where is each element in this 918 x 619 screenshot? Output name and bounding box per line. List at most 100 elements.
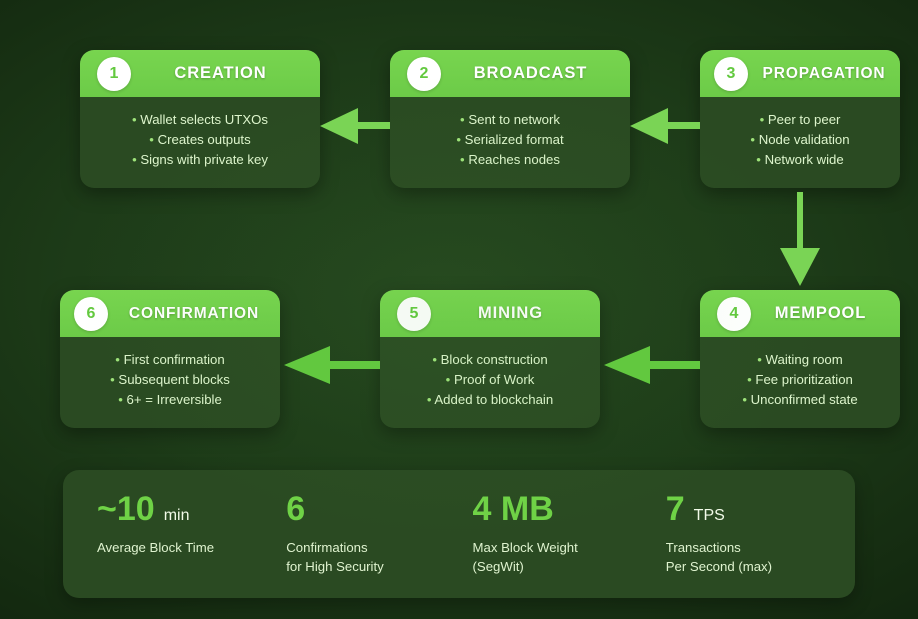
stage-title: MINING — [478, 304, 543, 322]
stage-card-mining[interactable]: 5 MINING • Block construction • Proof of… — [380, 290, 600, 428]
stage-bullet: • Proof of Work — [390, 370, 590, 390]
stage-bullet-text: First confirmation — [123, 352, 225, 367]
stage-number-badge: 3 — [714, 56, 748, 91]
stage-card-header: 4 MEMPOOL — [700, 290, 900, 337]
stage-bullet: • 6+ = Irreversible — [70, 390, 270, 410]
bullet-dot-icon: • — [131, 112, 137, 127]
stage-card-propagation[interactable]: 3 PROPAGATION • Peer to peer • Node vali… — [700, 50, 900, 188]
stat-max-block-weight: 4 MB Max Block Weight (SegWit) — [473, 490, 666, 598]
stats-panel: ~10 min Average Block Time 6 Confirmatio… — [63, 470, 855, 598]
stage-title: CREATION — [174, 64, 267, 82]
stage-bullet-text: Block construction — [440, 352, 548, 367]
bullet-dot-icon: • — [132, 152, 137, 167]
stage-bullet-text: Serialized format — [464, 132, 564, 147]
stage-bullet-text: Sent to network — [468, 112, 560, 127]
stage-bullet-text: Signs with private key — [140, 152, 268, 167]
stage-bullet: • Subsequent blocks — [70, 370, 270, 390]
arrow-mempool-mining — [604, 346, 700, 384]
stage-bullet-text: Proof of Work — [453, 372, 535, 387]
stage-card-header: 6 CONFIRMATION — [60, 290, 280, 337]
stage-number-badge: 5 — [397, 296, 431, 331]
arrow-creation-broadcast — [320, 108, 390, 144]
stage-bullet-text: Subsequent blocks — [118, 372, 230, 387]
stat-transactions-per-second: 7 TPS Transactions Per Second (max) — [666, 490, 855, 598]
stage-bullet: • Block construction — [390, 350, 590, 370]
stage-bullet-list: • First confirmation • Subsequent blocks… — [60, 337, 280, 410]
stat-label: Average Block Time — [97, 540, 215, 555]
stage-bullet: • Network wide — [710, 150, 890, 170]
stat-average-block-time: ~10 min Average Block Time — [97, 490, 286, 598]
stage-bullet: • Waiting room — [710, 350, 890, 370]
stage-bullet-text: Peer to peer — [767, 112, 841, 127]
bullet-dot-icon: • — [115, 352, 120, 367]
stat-label: Max Block Weight (SegWit) — [472, 540, 578, 574]
stat-value: 4 MB — [472, 490, 554, 528]
bullet-dot-icon: • — [110, 372, 115, 387]
bullet-dot-icon: • — [432, 352, 437, 367]
stage-card-creation[interactable]: 1 CREATION • Wallet selects UTXOs • Crea… — [80, 50, 320, 188]
stage-bullet-list: • Waiting room • Fee prioritization • Un… — [700, 337, 900, 410]
stage-bullet-text: Unconfirmed state — [750, 392, 858, 407]
stage-number-badge: 1 — [97, 56, 131, 91]
stage-bullet-text: 6+ = Irreversible — [126, 392, 222, 407]
stage-bullet-text: Reaches nodes — [468, 152, 560, 167]
stat-value-row: 6 — [286, 490, 472, 534]
stage-bullet: • Creates outputs — [90, 130, 310, 150]
stage-card-header: 2 BROADCAST — [390, 50, 630, 97]
stage-card-confirmation[interactable]: 6 CONFIRMATION • First confirmation • Su… — [60, 290, 280, 428]
stat-value: ~10 — [97, 490, 155, 528]
stat-unit: min — [163, 507, 190, 524]
arrow-mining-confirmation — [284, 346, 380, 384]
stage-bullet-text: Waiting room — [765, 352, 843, 367]
arrow-broadcast-propagation — [630, 108, 700, 144]
stage-bullet: • Wallet selects UTXOs — [90, 110, 310, 130]
stat-value: 6 — [286, 490, 306, 528]
bullet-dot-icon: • — [426, 392, 432, 407]
stat-label: Confirmations for High Security — [286, 540, 384, 574]
stage-bullet: • Added to blockchain — [390, 390, 590, 410]
stat-value-row: ~10 min — [97, 490, 286, 534]
stat-label: Transactions Per Second (max) — [665, 540, 773, 574]
stage-bullet: • Fee prioritization — [710, 370, 890, 390]
bullet-dot-icon: • — [759, 112, 765, 127]
stage-title: MEMPOOL — [774, 304, 867, 322]
stat-value-row: 7 TPS — [666, 490, 855, 534]
bullet-dot-icon: • — [757, 352, 762, 367]
stat-unit: TPS — [693, 507, 725, 524]
stat-value: 7 — [665, 490, 685, 528]
bullet-dot-icon: • — [118, 392, 123, 407]
stat-value-row: 4 MB — [473, 490, 666, 534]
stage-bullet: • Reaches nodes — [400, 150, 620, 170]
bullet-dot-icon: • — [149, 132, 154, 147]
bullet-dot-icon: • — [747, 372, 752, 387]
stage-card-mempool[interactable]: 4 MEMPOOL • Waiting room • Fee prioritiz… — [700, 290, 900, 428]
bullet-dot-icon: • — [742, 392, 747, 407]
stage-title: BROADCAST — [473, 64, 588, 82]
stage-bullet-text: Wallet selects UTXOs — [140, 112, 269, 127]
stage-bullet-text: Added to blockchain — [434, 392, 554, 407]
stage-title: CONFIRMATION — [128, 304, 260, 322]
stage-bullet-text: Creates outputs — [157, 132, 251, 147]
stage-card-header: 5 MINING — [380, 290, 600, 337]
stage-bullet: • Peer to peer — [710, 110, 890, 130]
stage-bullet-list: • Peer to peer • Node validation • Netwo… — [700, 97, 900, 170]
bullet-dot-icon: • — [756, 152, 761, 167]
stage-bullet: • Signs with private key — [90, 150, 310, 170]
stage-bullet-text: Node validation — [758, 132, 850, 147]
stage-bullet: • Node validation — [710, 130, 890, 150]
stage-card-header: 3 PROPAGATION — [700, 50, 900, 97]
stat-confirmations: 6 Confirmations for High Security — [286, 490, 472, 598]
bullet-dot-icon: • — [460, 112, 465, 127]
stage-bullet-text: Network wide — [764, 152, 844, 167]
stage-number-badge: 6 — [74, 296, 108, 331]
stage-card-header: 1 CREATION — [80, 50, 320, 97]
stage-bullet-list: • Wallet selects UTXOs • Creates outputs… — [80, 97, 320, 170]
stage-bullet-text: Fee prioritization — [755, 372, 853, 387]
stage-number-badge: 4 — [717, 296, 751, 331]
bullet-dot-icon: • — [445, 372, 451, 387]
stage-card-broadcast[interactable]: 2 BROADCAST • Sent to network • Serializ… — [390, 50, 630, 188]
stage-bullet: • First confirmation — [70, 350, 270, 370]
stage-bullet-list: • Sent to network • Serialized format • … — [390, 97, 630, 170]
bullet-dot-icon: • — [456, 132, 461, 147]
